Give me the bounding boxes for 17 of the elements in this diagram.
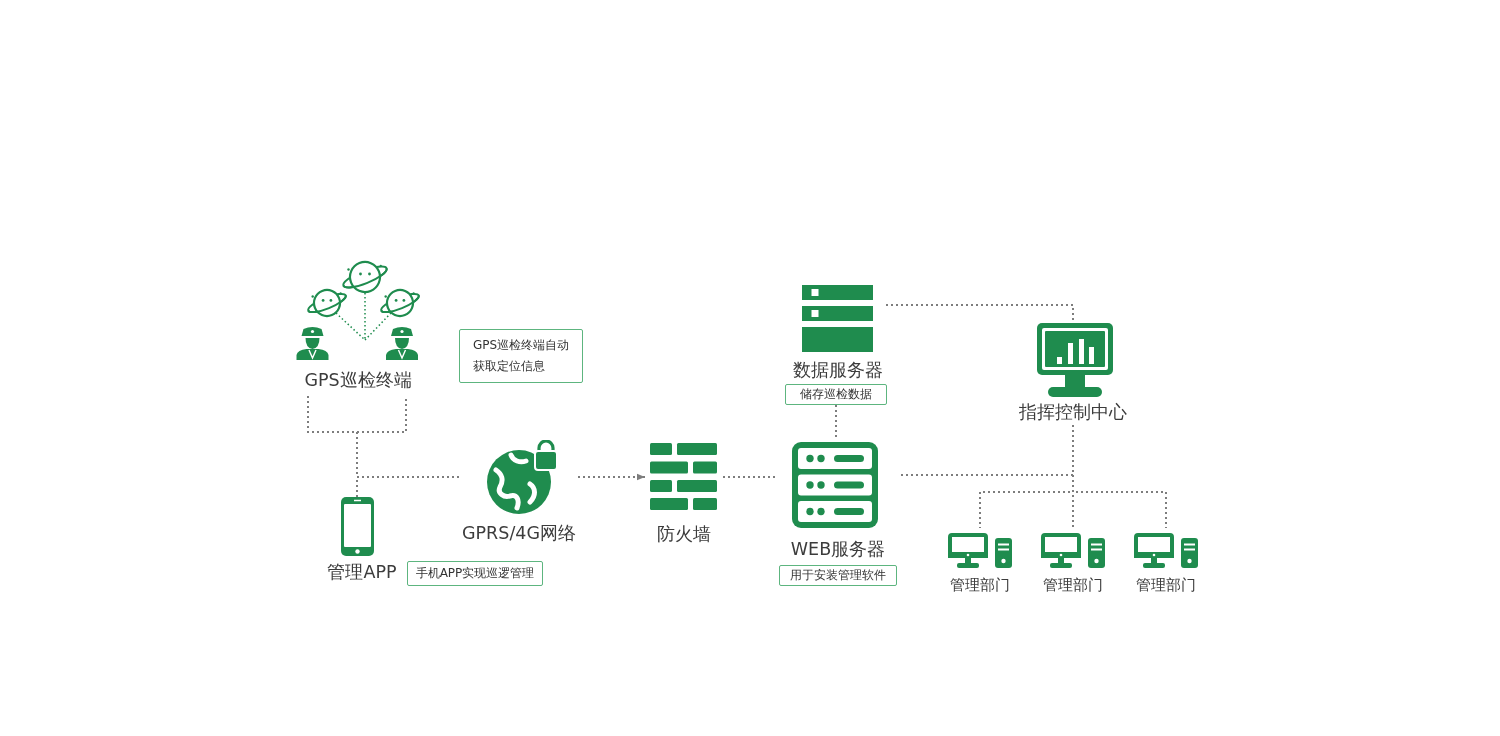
- node-label: 指挥控制中心: [1019, 402, 1127, 423]
- node-label: 管理APP: [327, 562, 397, 583]
- dotted-connector: [356, 476, 461, 498]
- caption-box: 用于安装管理软件: [779, 565, 897, 586]
- node-label: GPS巡检终端: [304, 370, 412, 391]
- node-label: 管理部门: [1043, 576, 1103, 595]
- caption-box: 手机APP实现巡逻管理: [407, 561, 543, 586]
- node-label: 管理部门: [1136, 576, 1196, 595]
- node-label: 防火墙: [657, 524, 711, 545]
- node-label: WEB服务器: [790, 539, 886, 560]
- dotted-connector: [577, 473, 646, 481]
- dotted-connector: [1072, 424, 1167, 529]
- caption-box: GPS巡检终端自动获取定位信息: [459, 329, 583, 383]
- node-label: GPRS/4G网络: [462, 523, 576, 544]
- node-label: 管理部门: [950, 576, 1010, 595]
- caption-box: 储存巡检数据: [785, 384, 887, 405]
- node-label: 数据服务器: [793, 360, 883, 381]
